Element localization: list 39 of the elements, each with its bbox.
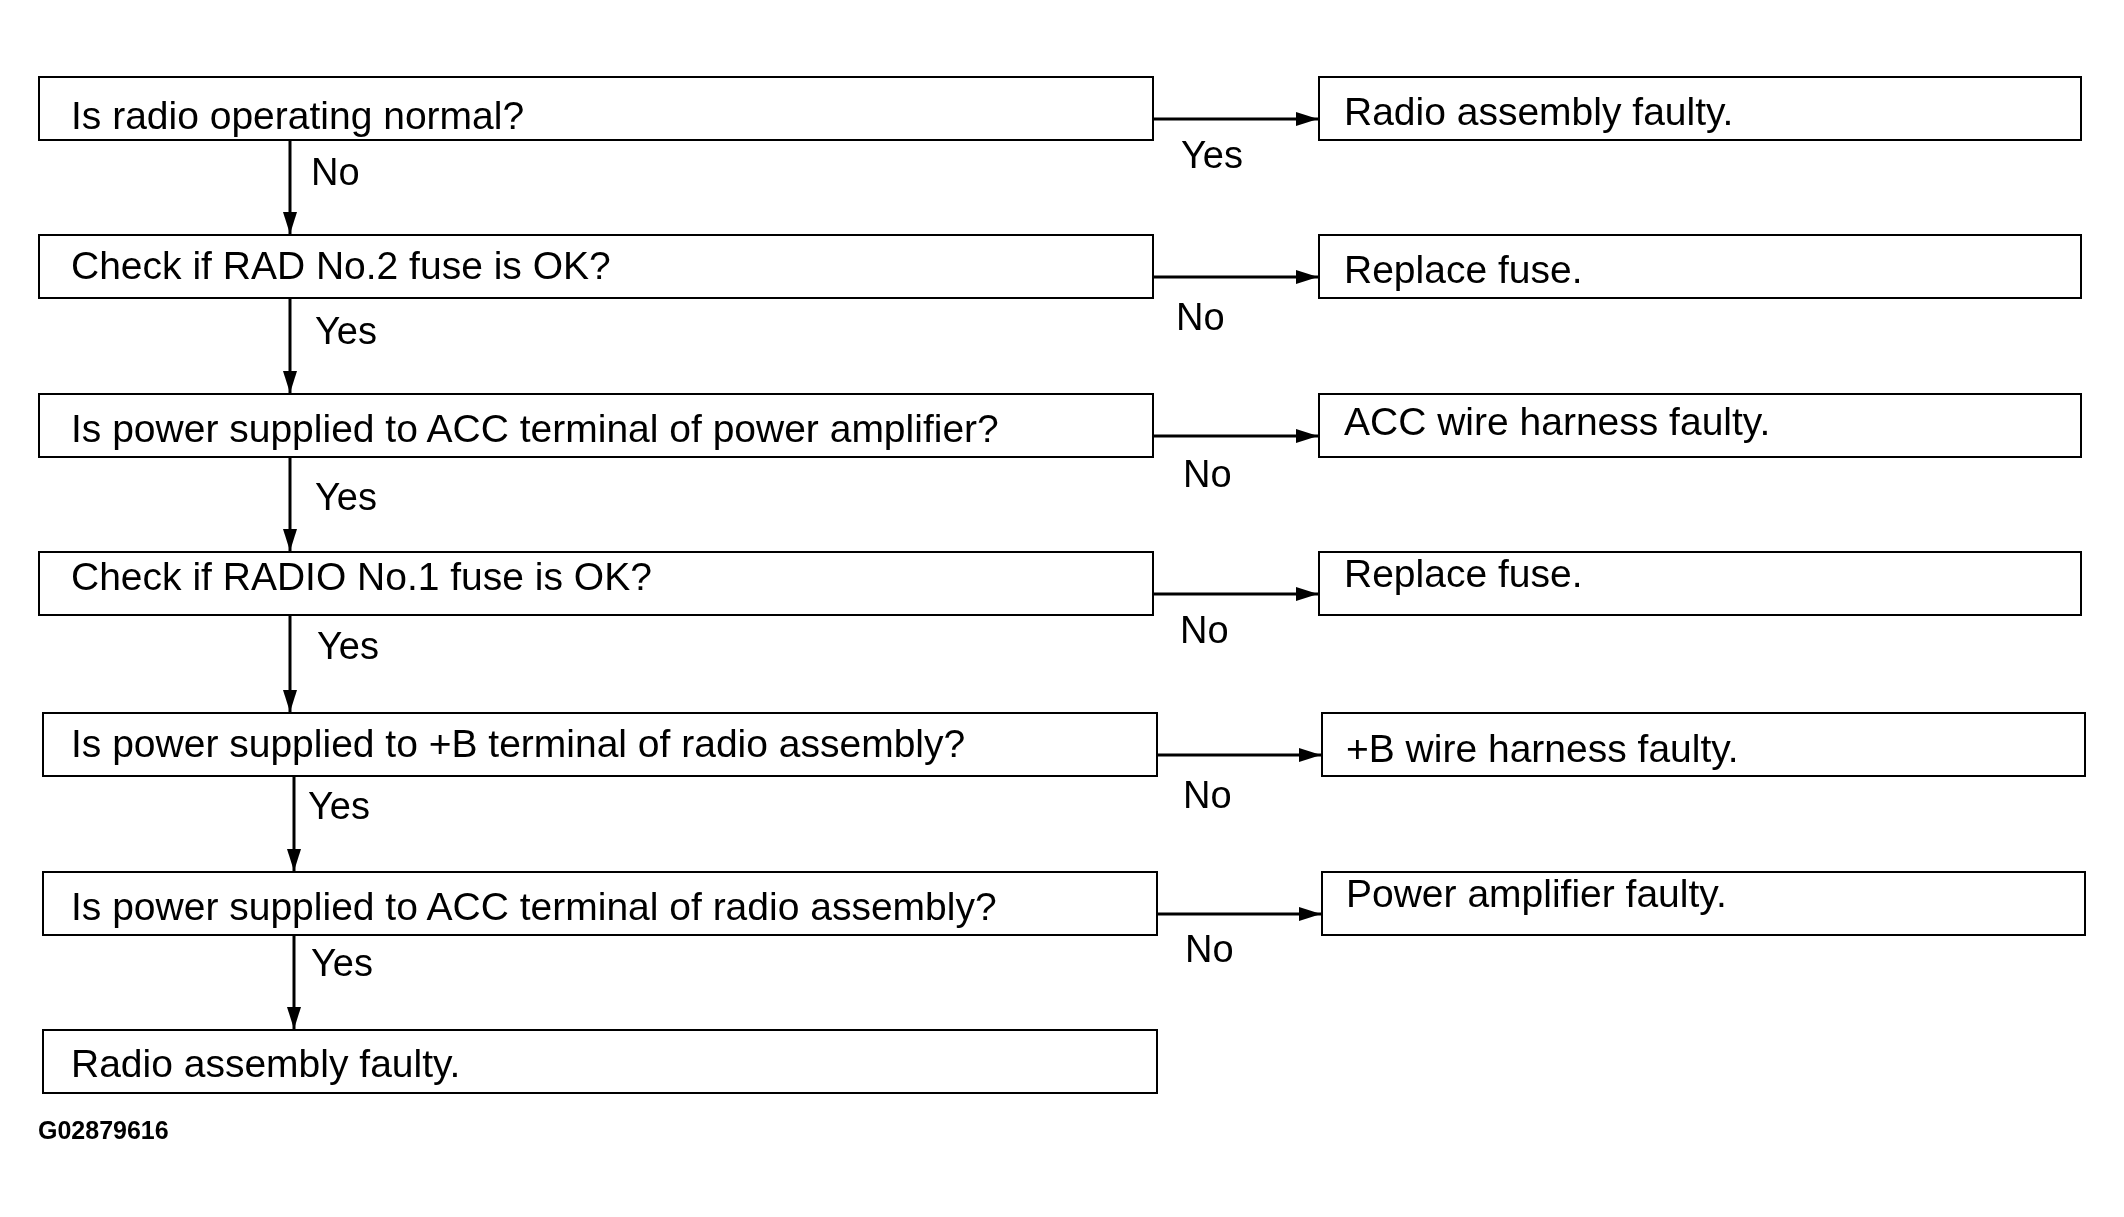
process-box	[1321, 871, 2086, 936]
process-box	[1318, 551, 2082, 616]
arrow	[283, 458, 297, 551]
arrow	[283, 616, 297, 712]
process-box	[42, 712, 1158, 777]
arrow	[1158, 748, 1321, 762]
box-text: +B wire harness faulty.	[1346, 727, 1739, 772]
box-text: Replace fuse.	[1344, 552, 1583, 597]
process-box	[42, 871, 1158, 936]
arrow	[1154, 270, 1318, 284]
box-text: Is power supplied to ACC terminal of power amplifier?	[71, 407, 999, 452]
arrow	[1154, 587, 1318, 601]
process-box	[38, 551, 1154, 616]
arrow	[283, 299, 297, 393]
arrow	[287, 777, 301, 871]
box-text: Radio assembly faulty.	[1344, 90, 1734, 135]
box-text: ACC wire harness faulty.	[1344, 400, 1771, 445]
arrow	[283, 141, 297, 234]
box-text: Radio assembly faulty.	[71, 1042, 461, 1087]
figure-id-label: G02879616	[38, 1116, 169, 1145]
arrow	[1158, 907, 1321, 921]
box-text: Check if RAD No.2 fuse is OK?	[71, 244, 611, 289]
process-box	[1318, 76, 2082, 141]
box-text: Is radio operating normal?	[71, 94, 525, 139]
process-box	[1321, 712, 2086, 777]
arrow	[287, 936, 301, 1029]
process-box	[38, 234, 1154, 299]
arrow	[1154, 112, 1318, 126]
box-text: Replace fuse.	[1344, 248, 1583, 293]
box-text: Power amplifier faulty.	[1346, 872, 1727, 917]
box-text: Check if RADIO No.1 fuse is OK?	[71, 555, 652, 600]
box-text: Is power supplied to ACC terminal of radio assembly?	[71, 885, 997, 930]
process-box	[1318, 393, 2082, 458]
process-box	[42, 1029, 1158, 1094]
process-box	[38, 393, 1154, 458]
process-box	[1318, 234, 2082, 299]
box-text: Is power supplied to +B terminal of radio assembly?	[71, 722, 966, 767]
arrow	[1154, 429, 1318, 443]
process-box	[38, 76, 1154, 141]
